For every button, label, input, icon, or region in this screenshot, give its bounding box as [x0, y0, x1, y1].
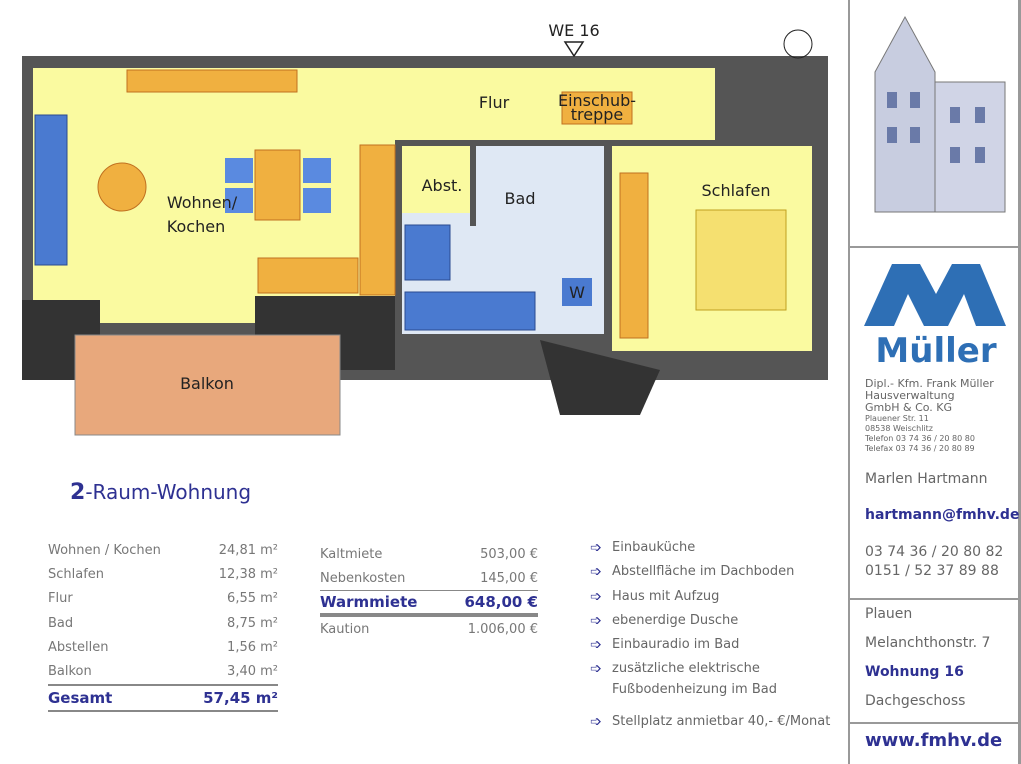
arrow-icon: ➩ [590, 661, 602, 678]
room-label-wohnen: Wohnen/ [167, 193, 238, 212]
room-label-kochen: Kochen [167, 217, 225, 236]
arrow-icon: ➩ [590, 637, 602, 654]
einschub-label: Einschub- [558, 91, 636, 110]
feature-list: ➩Einbauküche ➩Abstellfläche im Dachboden… [590, 540, 830, 738]
room-label-bad: Bad [505, 189, 536, 208]
arrow-icon: ➩ [590, 588, 602, 605]
room-label-balkon: Balkon [180, 374, 234, 393]
contact-name: Marlen Hartmann [865, 471, 988, 487]
arrow-icon: ➩ [590, 714, 602, 731]
arrow-icon: ➩ [590, 564, 602, 581]
floor-plan: W WE 16 Wohnen/ Kochen Flur Abst. Bad Sc… [22, 21, 828, 436]
einschub-label-2: treppe [571, 105, 624, 124]
room-label-schlafen: Schlafen [702, 181, 771, 200]
company-logo: Müller [864, 264, 1006, 368]
page-title: 2-Raum-Wohnung [70, 480, 252, 505]
building-illustration [874, 15, 1006, 213]
list-item: ➩Einbauradio im Bad [590, 637, 740, 654]
washer-label: W [569, 283, 585, 302]
list-item: Fußbodenheizung im Bad [612, 681, 777, 697]
list-item: ➩Abstellfläche im Dachboden [590, 564, 795, 581]
arrow-icon: ➩ [590, 612, 602, 629]
location-floor: Dachgeschoss [865, 693, 966, 709]
contact-phone: 03 74 36 / 20 80 82 [865, 544, 1004, 560]
list-item: ➩Einbauküche [590, 540, 696, 556]
room-flur [395, 68, 715, 140]
website-link[interactable]: www.fmhv.de [865, 730, 1003, 751]
contact-email[interactable]: hartmann@fmhv.de [865, 507, 1020, 523]
location-unit: Wohnung 16 [865, 664, 964, 680]
list-item: ➩Stellplatz anmietbar 40,- €/Monat [590, 714, 831, 731]
location-street: Melanchthonstr. 7 [865, 635, 991, 651]
svg-text:Müller: Müller [875, 331, 996, 368]
contact-mobile: 0151 / 52 37 89 88 [865, 563, 999, 579]
room-label-abst: Abst. [422, 176, 463, 195]
list-item: ➩zusätzliche elektrische [590, 661, 760, 678]
room-label-flur: Flur [479, 93, 510, 112]
arrow-icon: ➩ [590, 540, 602, 556]
balcony [74, 334, 341, 436]
list-item: ➩ebenerdige Dusche [590, 612, 739, 629]
compass-icon [783, 29, 813, 59]
list-item: ➩Haus mit Aufzug [590, 588, 720, 605]
unit-label: WE 16 [548, 21, 599, 40]
location-city: Plauen [865, 606, 913, 622]
